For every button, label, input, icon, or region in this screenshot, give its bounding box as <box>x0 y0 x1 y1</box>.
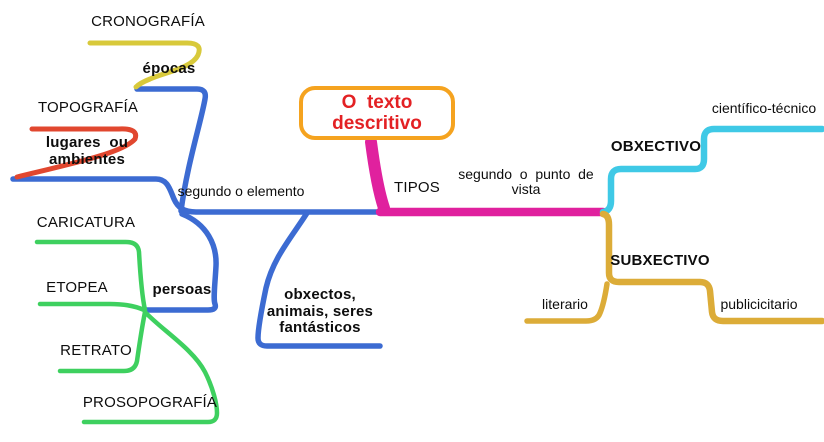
line-epocas-branch <box>134 86 209 214</box>
node-literario[interactable]: literario <box>542 296 588 312</box>
line-literario-branch <box>524 281 610 324</box>
node-etopea[interactable]: ETOPEA <box>46 279 108 296</box>
line-etopea <box>37 301 147 313</box>
line-tipos-vertical <box>365 136 390 214</box>
line-obxectos-branch <box>255 210 383 349</box>
line-retrato <box>57 309 148 374</box>
line-caricatura <box>34 239 148 313</box>
line-obxectivo-branch <box>599 125 824 216</box>
line-prosopografia <box>81 309 220 425</box>
node-cronografia[interactable]: CRONOGRAFÍA <box>91 13 205 30</box>
line-subxectivo-branch <box>599 210 824 325</box>
node-epocas[interactable]: épocas <box>142 60 196 77</box>
node-obxectivo[interactable]: OBXECTIVO <box>610 138 702 155</box>
node-topografia[interactable]: TOPOGRAFÍA <box>37 99 139 116</box>
label-tipos[interactable]: TIPOS <box>393 179 440 196</box>
line-topografia <box>14 126 139 180</box>
line-persoas-branch <box>142 211 219 313</box>
node-lugares-ou-ambientes[interactable]: lugares ou ambientes <box>45 134 129 168</box>
line-lugares-trunk <box>10 176 387 215</box>
node-publicicitario[interactable]: publicicitario <box>720 296 798 312</box>
node-persoas[interactable]: persoas <box>152 281 212 298</box>
label-segundo-o-elemento[interactable]: segundo o elemento <box>177 183 305 199</box>
node-caricatura[interactable]: CARICATURA <box>36 214 136 231</box>
line-cronografia <box>87 40 202 90</box>
node-cientifico-tecnico[interactable]: científico-técnico <box>711 100 817 116</box>
node-obxectos-animais[interactable]: obxectos, animais, seres fantásticos <box>266 286 374 336</box>
node-retrato[interactable]: RETRATO <box>60 342 132 359</box>
node-subxectivo[interactable]: SUBXECTIVO <box>610 252 710 269</box>
central-topic[interactable]: O texto descritivo <box>299 86 455 140</box>
node-prosopografia[interactable]: PROSOPOGRAFÍA <box>82 394 218 411</box>
label-segundo-punto-de-vista[interactable]: segundo o punto de vista <box>458 166 594 198</box>
